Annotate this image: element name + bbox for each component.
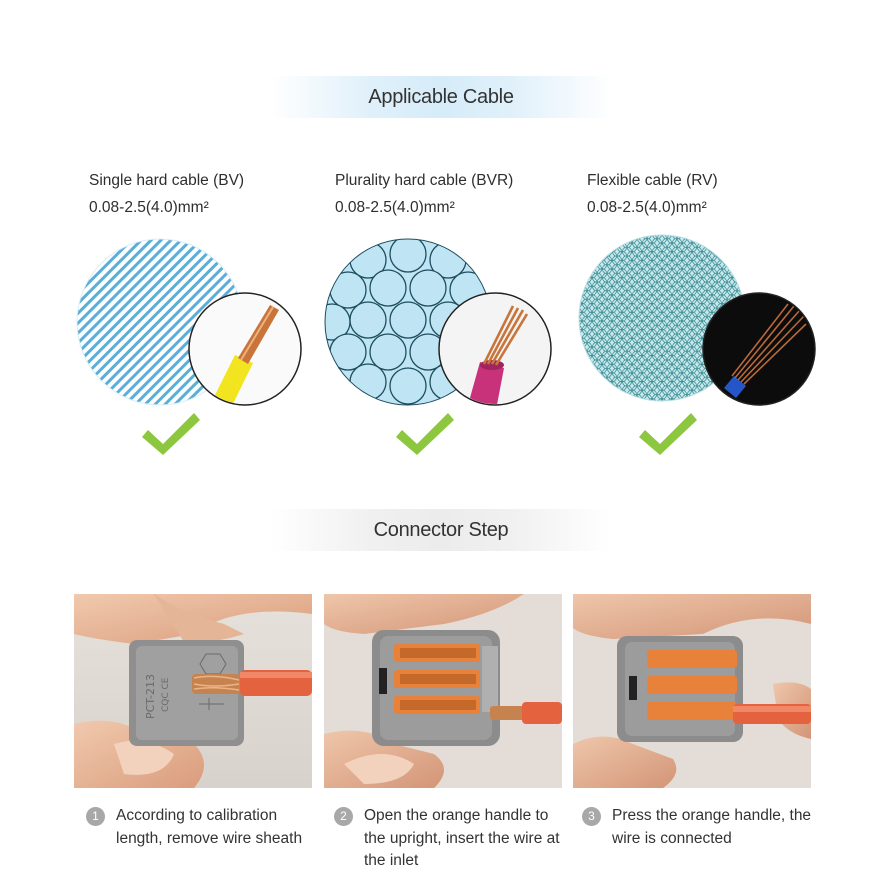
wire-photo-flexible xyxy=(702,292,816,406)
step-1: 1 According to calibration length, remov… xyxy=(86,805,326,850)
cable-spec: 0.08-2.5(4.0)mm² xyxy=(89,199,209,216)
cable-name: Flexible cable (RV) xyxy=(587,172,718,189)
check-icon xyxy=(142,413,200,455)
check-icon xyxy=(639,413,697,455)
cable-flexible: Flexible cable (RV) 0.08-2.5(4.0)mm² xyxy=(587,170,837,219)
step-description: According to calibration length, remove … xyxy=(116,807,303,847)
step-photo-3 xyxy=(573,594,811,788)
cable-plurality-hard-illustration xyxy=(324,238,552,455)
cable-single-hard-illustration xyxy=(76,238,302,455)
step-number-badge: 1 xyxy=(86,807,105,826)
cable-flexible-illustration xyxy=(578,234,816,455)
step-number-badge: 3 xyxy=(582,807,601,826)
wire-photo-plurality xyxy=(438,292,552,406)
step-photo-1: PCT-213 CQC CE xyxy=(74,594,312,788)
step-number-badge: 2 xyxy=(334,807,353,826)
cable-name: Plurality hard cable (BVR) xyxy=(335,172,514,189)
connector-step-header: Connector Step xyxy=(0,509,882,551)
step-description: Open the orange handle to the upright, i… xyxy=(364,807,560,869)
step-photo-2 xyxy=(324,594,562,788)
cable-spec: 0.08-2.5(4.0)mm² xyxy=(587,199,707,216)
check-icon xyxy=(396,413,454,455)
step-2: 2 Open the orange handle to the upright,… xyxy=(334,805,574,873)
cable-single-hard: Single hard cable (BV) 0.08-2.5(4.0)mm² xyxy=(89,170,339,219)
cable-plurality-hard: Plurality hard cable (BVR) 0.08-2.5(4.0)… xyxy=(335,170,585,219)
connector-model-text: PCT-213 xyxy=(144,674,157,719)
wire-photo-single xyxy=(188,292,302,406)
applicable-cable-header: Applicable Cable xyxy=(0,76,882,118)
connector-cert-text: CQC CE xyxy=(161,677,171,712)
connector-step-title: Connector Step xyxy=(373,518,509,541)
applicable-cable-title: Applicable Cable xyxy=(368,85,514,108)
cable-spec: 0.08-2.5(4.0)mm² xyxy=(335,199,455,216)
step-description: Press the orange handle, the wire is con… xyxy=(612,807,812,847)
cable-name: Single hard cable (BV) xyxy=(89,172,245,189)
step-3: 3 Press the orange handle, the wire is c… xyxy=(582,805,822,850)
